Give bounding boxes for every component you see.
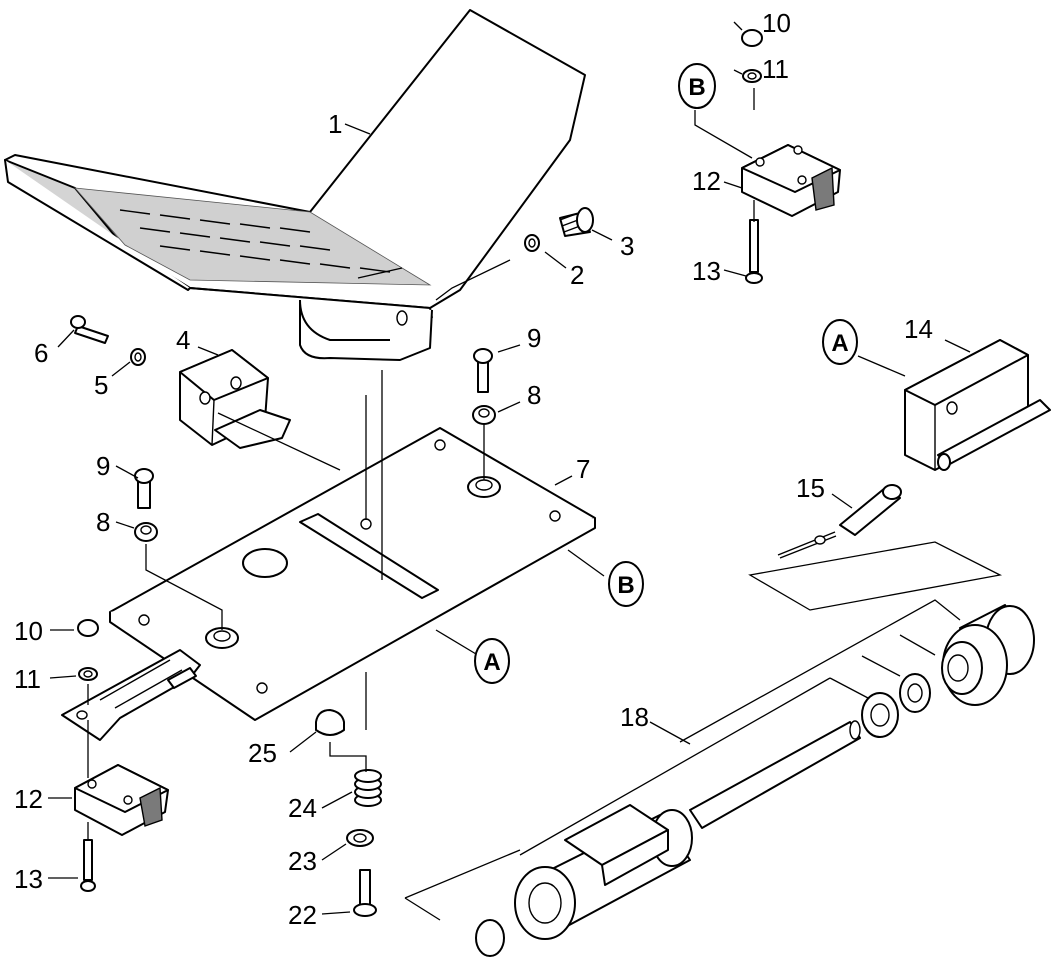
screw-part-13-lower: [80, 839, 96, 892]
spring-part-24: [354, 769, 382, 807]
callout-a-mid: A: [474, 638, 510, 684]
tread-pattern: [119, 209, 391, 273]
screw-part-13-upper: [745, 219, 763, 284]
label-part-1: 1: [328, 109, 342, 139]
callout-b-mid: B: [608, 561, 644, 607]
callout-b-top: B: [678, 63, 716, 109]
label-part-14: 14: [904, 314, 933, 344]
callout-a-mid-text: A: [483, 649, 500, 676]
bolt-part-22: [353, 869, 377, 917]
hinge-arm: [61, 649, 201, 741]
label-part-9-lower: 9: [96, 451, 110, 481]
label-part-2: 2: [570, 260, 584, 290]
label-part-9-upper: 9: [527, 323, 541, 353]
nut-part-8-upper: [472, 405, 496, 425]
leader-lines: [48, 21, 1003, 921]
label-part-7: 7: [576, 454, 590, 484]
shaft-assembly-part-18: [475, 604, 1035, 957]
label-part-13-upper: 13: [692, 256, 721, 286]
callout-b-top-text: B: [688, 74, 705, 101]
washer-part-2: [524, 234, 540, 252]
part-number-labels: 1 2 3 4 5 6 7 9 8 9 8 10 11 12 13 25 24 …: [14, 8, 933, 930]
label-part-18: 18: [620, 702, 649, 732]
latch-part-12-lower: [74, 764, 169, 836]
callout-a-top-text: A: [831, 330, 848, 357]
label-part-11-lower: 11: [14, 664, 41, 694]
nut-part-10-lower: [77, 619, 99, 637]
bolt-part-3: [559, 207, 594, 237]
bracket-part-4: [179, 349, 291, 449]
washer-part-11-lower: [78, 667, 98, 681]
callout-a-top: A: [822, 319, 858, 365]
label-part-12-upper: 12: [692, 166, 721, 196]
washer-part-23: [346, 829, 374, 847]
nut-part-10-upper: [741, 29, 763, 47]
label-part-10-lower: 10: [14, 616, 43, 646]
washer-part-11-upper: [742, 69, 762, 83]
washer-part-5: [130, 348, 146, 366]
label-part-5: 5: [94, 370, 108, 400]
screw-part-6: [70, 315, 109, 344]
label-part-3: 3: [620, 231, 634, 261]
label-part-12-lower: 12: [14, 784, 43, 814]
callout-b-mid-text: B: [617, 572, 634, 599]
label-part-4: 4: [176, 325, 190, 355]
nut-part-25: [315, 709, 345, 736]
label-part-13-lower: 13: [14, 864, 43, 894]
nut-part-8-lower: [134, 522, 158, 542]
block-part-14: [904, 339, 1051, 471]
latch-part-12-upper: [741, 144, 841, 217]
label-part-24: 24: [288, 793, 317, 823]
pin-part-15: [777, 484, 902, 559]
step-tread-part: [4, 9, 586, 361]
label-part-23: 23: [288, 846, 317, 876]
label-part-15: 15: [796, 473, 825, 503]
bolt-part-9-lower: [134, 468, 154, 509]
label-part-8-upper: 8: [527, 380, 541, 410]
label-part-11-upper: 11: [762, 54, 789, 84]
label-part-10-upper: 10: [762, 8, 791, 38]
label-part-6: 6: [34, 338, 48, 368]
label-part-8-lower: 8: [96, 507, 110, 537]
base-plate-part-7: [109, 427, 596, 721]
label-part-22: 22: [288, 900, 317, 930]
bolt-part-9-upper: [473, 348, 493, 393]
label-part-25: 25: [248, 738, 277, 768]
